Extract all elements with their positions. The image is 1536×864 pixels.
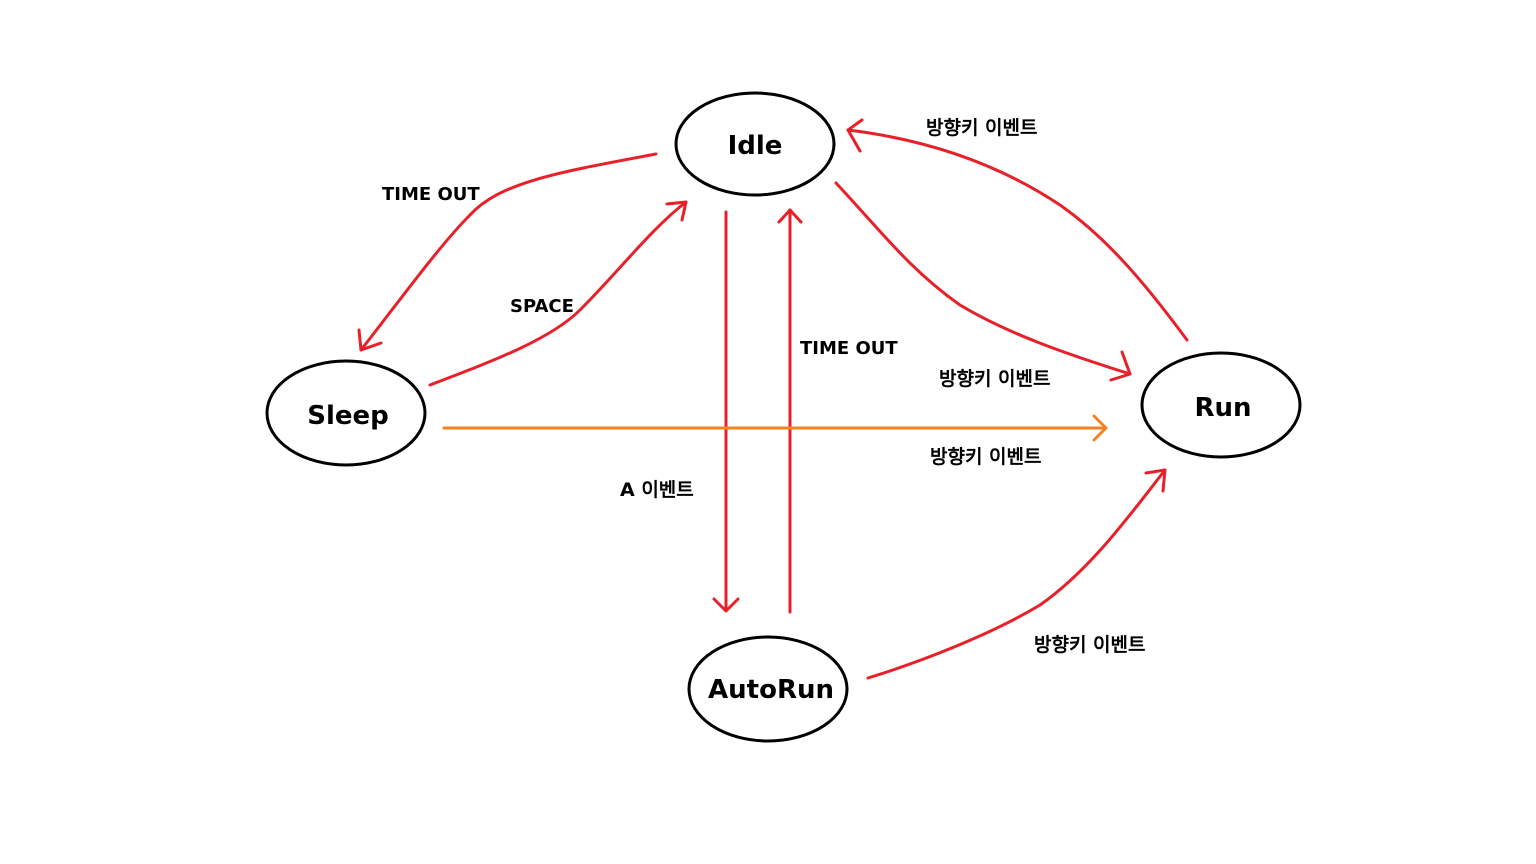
edge-sleep-to-idle	[428, 200, 688, 387]
state-idle-label: Idle	[728, 131, 783, 161]
state-autorun: AutoRun	[687, 635, 849, 743]
edge-idle-to-sleep	[357, 152, 658, 352]
edge-idle-to-run	[834, 181, 1132, 382]
label-idle-to-autorun: A 이벤트	[620, 479, 694, 501]
label-autorun-to-run: 방향키 이벤트	[1034, 634, 1146, 656]
state-run-label: Run	[1194, 393, 1251, 423]
edge-run-to-idle	[846, 118, 1189, 342]
edge-sleep-to-run	[442, 414, 1108, 442]
state-sleep: Sleep	[265, 359, 427, 467]
edge-autorun-to-idle	[777, 208, 803, 614]
state-autorun-label: AutoRun	[708, 675, 834, 705]
label-idle-to-run: 방향키 이벤트	[939, 368, 1051, 390]
state-sleep-label: Sleep	[307, 401, 389, 431]
edge-autorun-to-run	[866, 468, 1167, 680]
edge-idle-to-autorun	[712, 210, 740, 613]
label-autorun-to-idle: TIME OUT	[800, 338, 898, 359]
label-idle-to-sleep: TIME OUT	[382, 184, 480, 205]
label-sleep-to-run: 방향키 이벤트	[930, 446, 1042, 468]
state-run: Run	[1140, 351, 1302, 459]
label-sleep-to-idle: SPACE	[510, 296, 574, 317]
label-run-to-idle: 방향키 이벤트	[926, 117, 1038, 139]
state-idle: Idle	[674, 91, 836, 197]
